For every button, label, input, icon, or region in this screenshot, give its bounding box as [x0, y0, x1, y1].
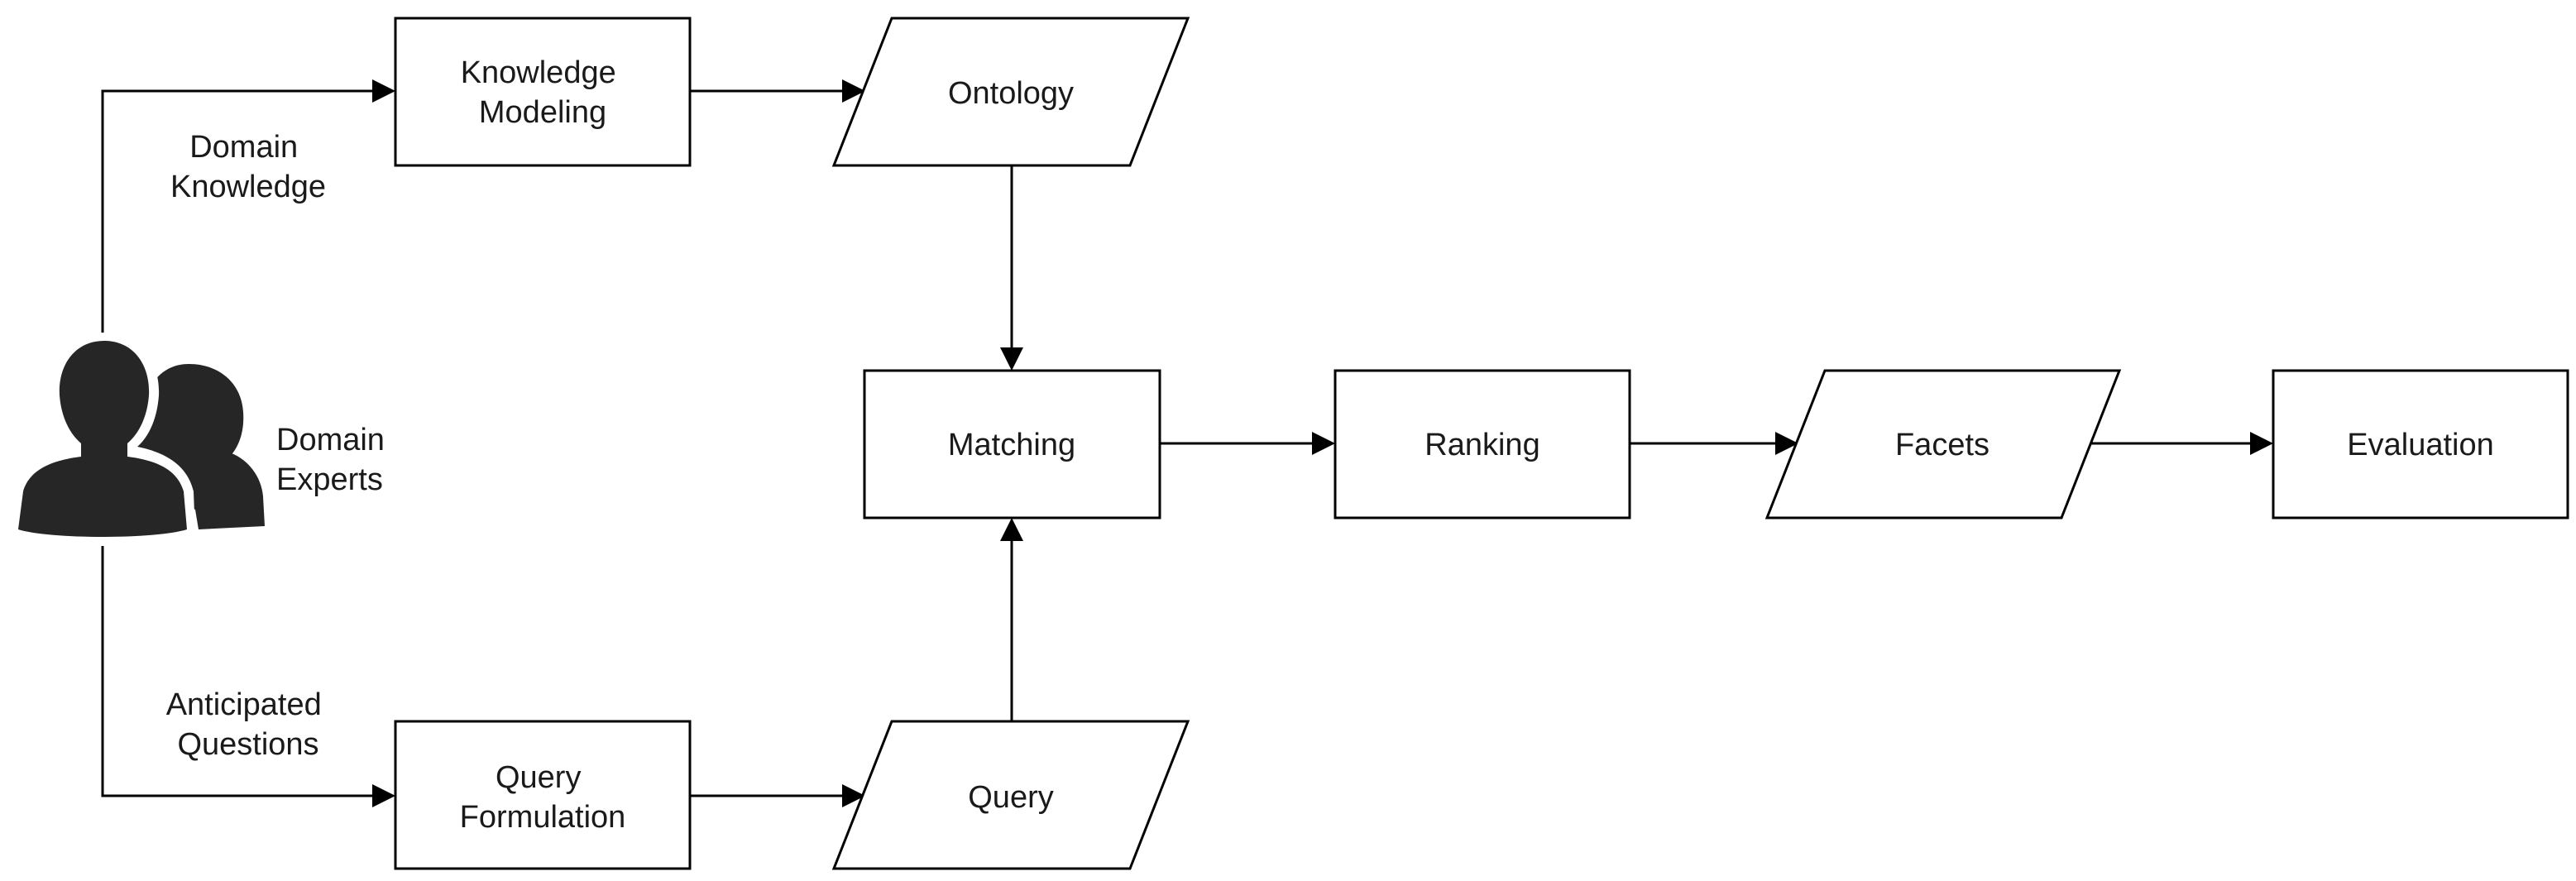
node-label: Facets — [1895, 428, 1989, 462]
process-query-formulation[interactable]: Query Formulation — [394, 720, 692, 870]
node-label: Evaluation — [2347, 428, 2493, 462]
edge-label-domain-knowledge: Domain Knowledge — [170, 130, 326, 204]
process-ranking[interactable]: Ranking — [1333, 369, 1631, 520]
arrowhead — [842, 79, 865, 103]
process-matching[interactable]: Matching — [863, 369, 1161, 520]
edge-label-anticipated-questions: Anticipated Questions — [166, 687, 331, 762]
arrowhead — [1000, 518, 1023, 541]
arrowhead — [1000, 347, 1023, 371]
actor-label-domain-experts: Domain Experts — [276, 423, 394, 497]
arrowhead — [842, 784, 865, 807]
users-icon — [12, 333, 265, 537]
node-label: Matching — [948, 428, 1075, 462]
data-facets[interactable]: Facets — [1764, 369, 2122, 520]
node-label: Knowledge Modeling — [461, 55, 625, 130]
arrowhead — [1312, 432, 1335, 455]
edge-experts-to-query-formulation — [101, 546, 372, 797]
process-knowledge-modeling[interactable]: Knowledge Modeling — [394, 17, 692, 167]
arrowhead — [2250, 432, 2273, 455]
arrowhead — [372, 79, 395, 103]
node-label: Query — [968, 780, 1053, 815]
data-query[interactable]: Query — [831, 720, 1190, 870]
edges — [101, 79, 2273, 807]
node-label: Ranking — [1424, 428, 1539, 462]
arrowhead — [1775, 432, 1798, 455]
node-label: Ontology — [948, 76, 1074, 111]
data-ontology[interactable]: Ontology — [831, 17, 1190, 167]
edge-experts-to-knowledge-modeling — [101, 89, 372, 341]
node-label: Query Formulation — [460, 760, 626, 835]
process-evaluation[interactable]: Evaluation — [2272, 369, 2569, 520]
arrowhead — [372, 784, 395, 807]
